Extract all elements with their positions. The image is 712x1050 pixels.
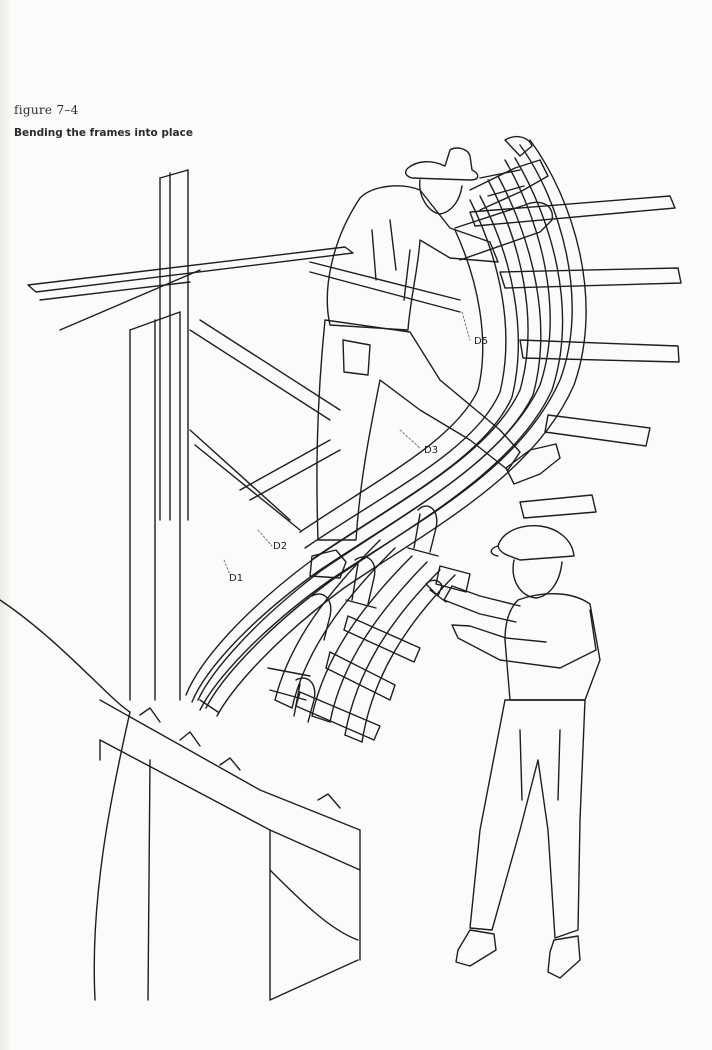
diagonal-braces (189, 319, 341, 531)
figure-title: Bending the frames into place (14, 127, 193, 139)
frame-label-d2: D2 (273, 541, 287, 552)
frame-label-d3: D3 (424, 445, 438, 456)
frame-label-d1: D1 (229, 573, 243, 584)
page-gutter-shadow (0, 0, 12, 1050)
figure-caption: figure 7–4 Bending the frames into place (14, 103, 193, 139)
lower-worker (425, 525, 601, 979)
vertical-post (129, 169, 189, 701)
wedges (295, 565, 471, 741)
upper-worker (309, 135, 561, 579)
c-clamps (267, 505, 439, 723)
keel-blocks (0, 599, 361, 1001)
frame-label-d5: D5 (474, 336, 488, 347)
frame-label-group: D5 D3 D2 D1 (223, 311, 488, 584)
overhead-beam (27, 246, 461, 331)
bent-frames (185, 139, 587, 743)
figure-number: figure 7–4 (14, 103, 79, 117)
